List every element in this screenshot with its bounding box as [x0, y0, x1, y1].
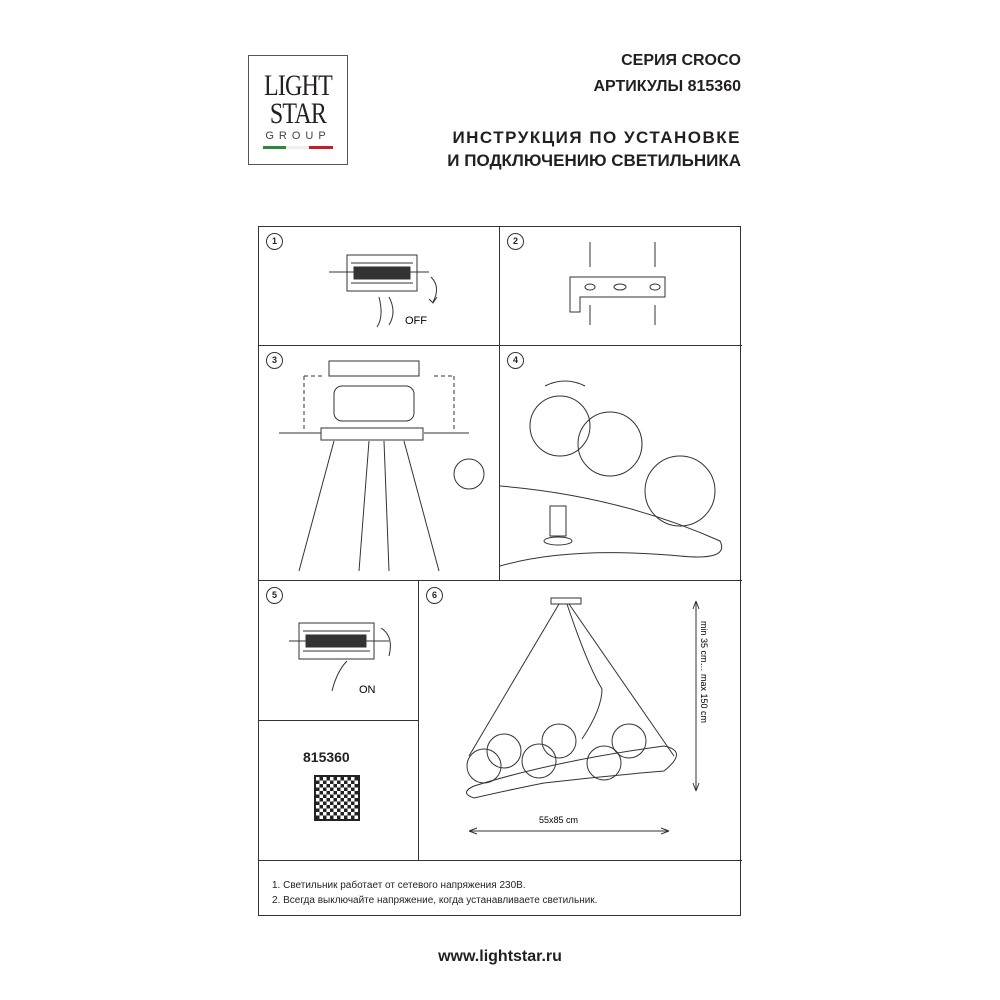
step-5-panel: 5 ON: [259, 581, 419, 721]
step-1-panel: 1 OFF: [259, 227, 500, 346]
italian-flag-stripe: [263, 146, 333, 149]
on-label: ON: [359, 684, 376, 696]
logo-line1: LIGHT: [264, 69, 333, 102]
ceiling-mount-illustration: [279, 360, 485, 572]
off-label: OFF: [405, 315, 427, 327]
chandelier-dimensions-illustration: 55x85 cm min 35 cm… max 150 cm: [466, 597, 709, 835]
step-number: 1: [266, 233, 283, 250]
product-article: 815360: [303, 749, 350, 765]
logo-line3: GROUP: [265, 130, 331, 142]
safety-notes: 1. Светильник работает от сетевого напря…: [272, 878, 597, 908]
article-title: АРТИКУЛЫ 815360: [593, 78, 741, 95]
height-label: min 35 cm… max 150 cm: [699, 621, 709, 723]
note-2: 2. Всегда выключайте напряжение, когда у…: [272, 895, 598, 906]
step-number: 2: [507, 233, 524, 250]
instruction-title-2: И ПОДКЛЮЧЕНИЮ СВЕТИЛЬНИКА: [447, 151, 741, 170]
logo-line2: STAR: [269, 97, 327, 130]
instruction-grid: 1 OFF 2 3 4 5 ON 815360 6 55x85 cm min 3…: [258, 226, 742, 916]
step-4-panel: 4: [500, 346, 742, 581]
product-info-panel: 815360: [259, 721, 419, 861]
step-number: 3: [266, 352, 283, 369]
website-link[interactable]: www.lightstar.ru: [438, 948, 562, 965]
step-number: 5: [266, 587, 283, 604]
series-title: СЕРИЯ CROCO: [621, 52, 741, 69]
step-number: 6: [426, 587, 443, 604]
step-3-panel: 3: [259, 346, 500, 581]
size-label: 55x85 cm: [539, 815, 578, 825]
qr-code[interactable]: [314, 775, 360, 821]
mounting-bracket-illustration: [569, 242, 666, 325]
instruction-title-1: ИНСТРУКЦИЯ ПО УСТАНОВКЕ: [452, 128, 741, 147]
step-number: 4: [507, 352, 524, 369]
bulb-and-shade-illustration: [500, 380, 723, 567]
step-6-panel: 6 55x85 cm min 35 cm… max 150 cm: [419, 581, 742, 861]
breaker-on-illustration: ON: [289, 622, 391, 696]
lightstar-logo: LIGHT STAR GROUP: [248, 55, 348, 165]
step-2-panel: 2: [500, 227, 742, 346]
breaker-off-illustration: OFF: [329, 254, 438, 328]
note-1: 1. Светильник работает от сетевого напря…: [272, 880, 526, 891]
